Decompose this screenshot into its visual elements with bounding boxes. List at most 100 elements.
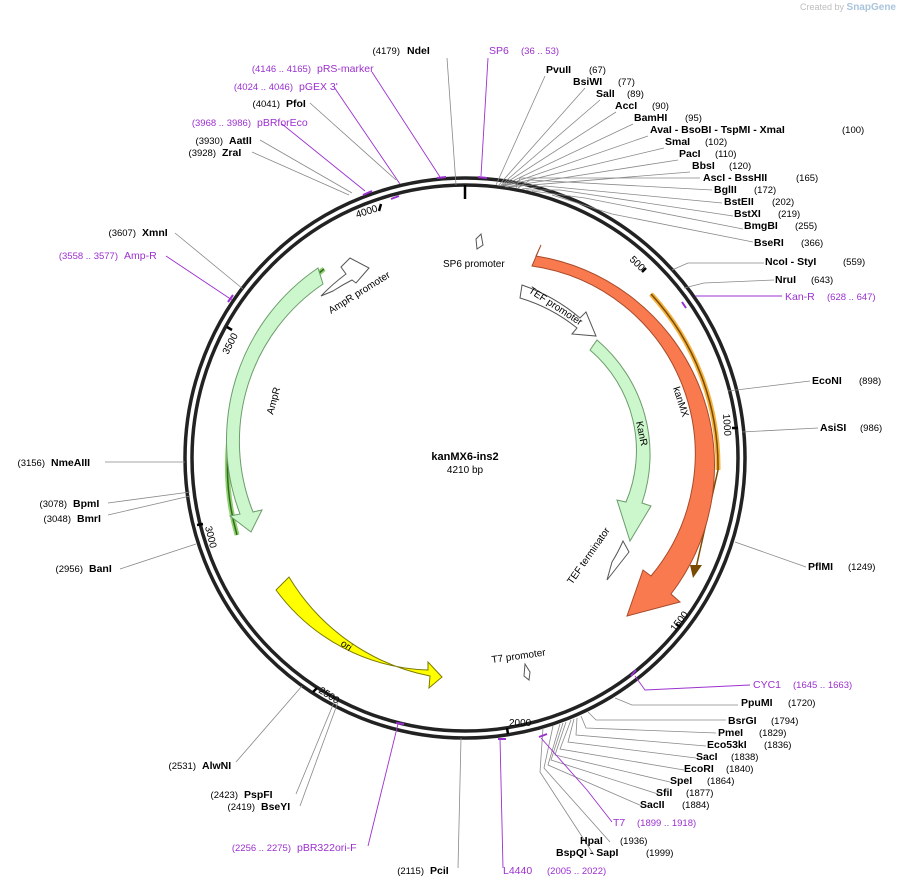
primer-T7: T7 <box>613 817 625 829</box>
ori-feature[interactable] <box>275 576 443 690</box>
site-AlwNI-pos: (2531) <box>169 761 196 772</box>
site-SacI-pos: (1838) <box>731 752 758 763</box>
kanR-primer-arc-core <box>650 293 719 471</box>
plasmid-name: kanMX6-ins2 <box>431 451 498 463</box>
site-SacII-pos: (1884) <box>682 800 709 811</box>
site-BstXI: BstXI <box>734 208 761 220</box>
site-BpmI-pos: (3078) <box>40 499 67 510</box>
site-BstEII-pos: (202) <box>772 197 794 208</box>
site-PpuMI: PpuMI <box>741 697 773 709</box>
primer-Amp-R-range: (3558 .. 3577) <box>59 251 118 262</box>
primer-pBR322ori-F: pBR322ori-F <box>297 842 357 854</box>
site-AvaI-pos: (100) <box>842 125 864 136</box>
primer-Kan-R: Kan-R <box>785 291 815 303</box>
tick-2000: 2000 <box>505 718 532 735</box>
site-BamHI: BamHI <box>634 112 667 124</box>
site-BsiWI: BsiWI <box>573 76 602 88</box>
site-BamHI-pos: (95) <box>685 113 702 124</box>
site-AatII: AatII <box>229 135 252 147</box>
site-BseRI: BseRI <box>754 237 784 249</box>
site-SfiI: SfiI <box>656 787 672 799</box>
site-NcoI-pos: (559) <box>843 257 865 268</box>
site-PflMI: PflMI <box>808 561 833 573</box>
tick-label: 2000 <box>509 718 532 729</box>
primer-leaders <box>165 57 782 869</box>
site-BmgBI: BmgBI <box>744 220 778 232</box>
site-BsiWI-pos: (77) <box>618 77 635 88</box>
site-NcoI-group: NcoI - StyI <box>765 256 816 268</box>
site-EcoNI-pos: (898) <box>859 376 881 387</box>
kanMX-feature[interactable] <box>531 244 715 617</box>
tick-label: 3000 <box>202 525 218 550</box>
primer-CYC1-range: (1645 .. 1663) <box>793 680 852 691</box>
site-AatII-pos: (3930) <box>196 136 223 147</box>
primer-SP6: SP6 <box>489 45 509 57</box>
site-PacI: PacI <box>679 148 701 160</box>
site-NruI-pos: (643) <box>811 275 833 286</box>
site-BglII-pos: (172) <box>754 185 776 196</box>
tef-promoter-arrow[interactable] <box>519 284 597 337</box>
primer-L4440: L4440 <box>503 865 532 877</box>
tef-terminator-arrow[interactable] <box>606 539 630 581</box>
primer-T7-range: (1899 .. 1918) <box>637 818 696 829</box>
t7-promoter-label: T7 promoter <box>491 647 547 666</box>
site-BsrGI-pos: (1794) <box>771 716 798 727</box>
site-AccI-pos: (90) <box>652 101 669 112</box>
watermark-prefix: Created by <box>799 2 845 12</box>
site-PvuII: PvuII <box>546 64 571 76</box>
ampR-promoter-arrow[interactable] <box>320 257 370 297</box>
site-HpaI-pos: (1936) <box>620 836 647 847</box>
tick-500: 500 <box>627 254 647 274</box>
site-AvaI-group: AvaI - BsoBI - TspMI - XmaI <box>650 124 785 136</box>
site-SalI: SalI <box>596 88 615 100</box>
site-BbsI: BbsI <box>692 160 715 172</box>
primer-labels: SP6 (36 .. 53) pRS-marker (4146 .. 4165)… <box>59 45 876 877</box>
site-BanI-pos: (2956) <box>56 564 83 575</box>
site-EcoRI: EcoRI <box>684 763 714 775</box>
site-HpaI: HpaI <box>580 835 603 847</box>
snapgene-watermark: Created by SnapGene <box>800 2 896 13</box>
site-BstEII: BstEII <box>724 196 754 208</box>
site-PciI-pos: (2115) <box>397 866 424 877</box>
ori-label: ori <box>338 638 353 653</box>
site-PacI-pos: (110) <box>715 149 736 160</box>
site-EcoRI-pos: (1840) <box>726 764 753 775</box>
site-labels: NdeI (4179) PvuII (67) BsiWI (77) SalI (… <box>18 45 883 877</box>
primer-pRS-marker-range: (4146 .. 4165) <box>252 64 311 75</box>
site-XmnI-pos: (3607) <box>109 228 136 239</box>
site-PspFI: PspFI <box>244 789 273 801</box>
site-AsiSI-pos: (986) <box>860 423 882 434</box>
site-PciI: PciI <box>430 865 449 877</box>
site-BsrGI: BsrGI <box>728 715 757 727</box>
site-BspQI-group: BspQI - SapI <box>556 847 619 859</box>
site-SmaI: SmaI <box>665 136 690 148</box>
tick-label: 3500 <box>221 331 241 356</box>
t7-promoter-arrow[interactable] <box>523 662 531 681</box>
snapgene-logo-icon: SnapGene <box>846 2 896 13</box>
site-PmeI-pos: (1829) <box>759 728 786 739</box>
sp6-promoter-label: SP6 promoter <box>443 259 505 270</box>
site-NdeI: NdeI <box>407 45 430 57</box>
primer-pBRforEco-range: (3968 .. 3986) <box>192 118 251 129</box>
site-SpeI-pos: (1864) <box>707 776 734 787</box>
sp6-promoter-arrow[interactable] <box>475 232 484 250</box>
site-PfoI-pos: (4041) <box>253 99 280 110</box>
site-BspQI-pos: (1999) <box>646 848 673 859</box>
kanR-feature[interactable] <box>589 339 652 543</box>
site-BmrI: BmrI <box>77 513 101 525</box>
primer-pRS-marker: pRS-marker <box>317 63 374 75</box>
tef-terminator-label: TEF terminator <box>565 525 613 586</box>
ampR-label: AmpR <box>265 386 283 416</box>
ampR-feature[interactable] <box>226 267 324 533</box>
primer-markers <box>227 176 687 740</box>
site-SalI-pos: (89) <box>627 89 644 100</box>
site-SacII: SacII <box>640 799 665 811</box>
tick-1000: 1000 <box>720 413 738 437</box>
site-BstXI-pos: (219) <box>778 209 800 220</box>
site-PpuMI-pos: (1720) <box>788 698 815 709</box>
site-BmgBI-pos: (255) <box>795 221 817 232</box>
site-XmnI: XmnI <box>142 227 168 239</box>
site-BmrI-pos: (3048) <box>44 514 71 525</box>
site-PvuII-pos: (67) <box>589 65 606 76</box>
site-PspFI-pos: (2423) <box>211 790 238 801</box>
